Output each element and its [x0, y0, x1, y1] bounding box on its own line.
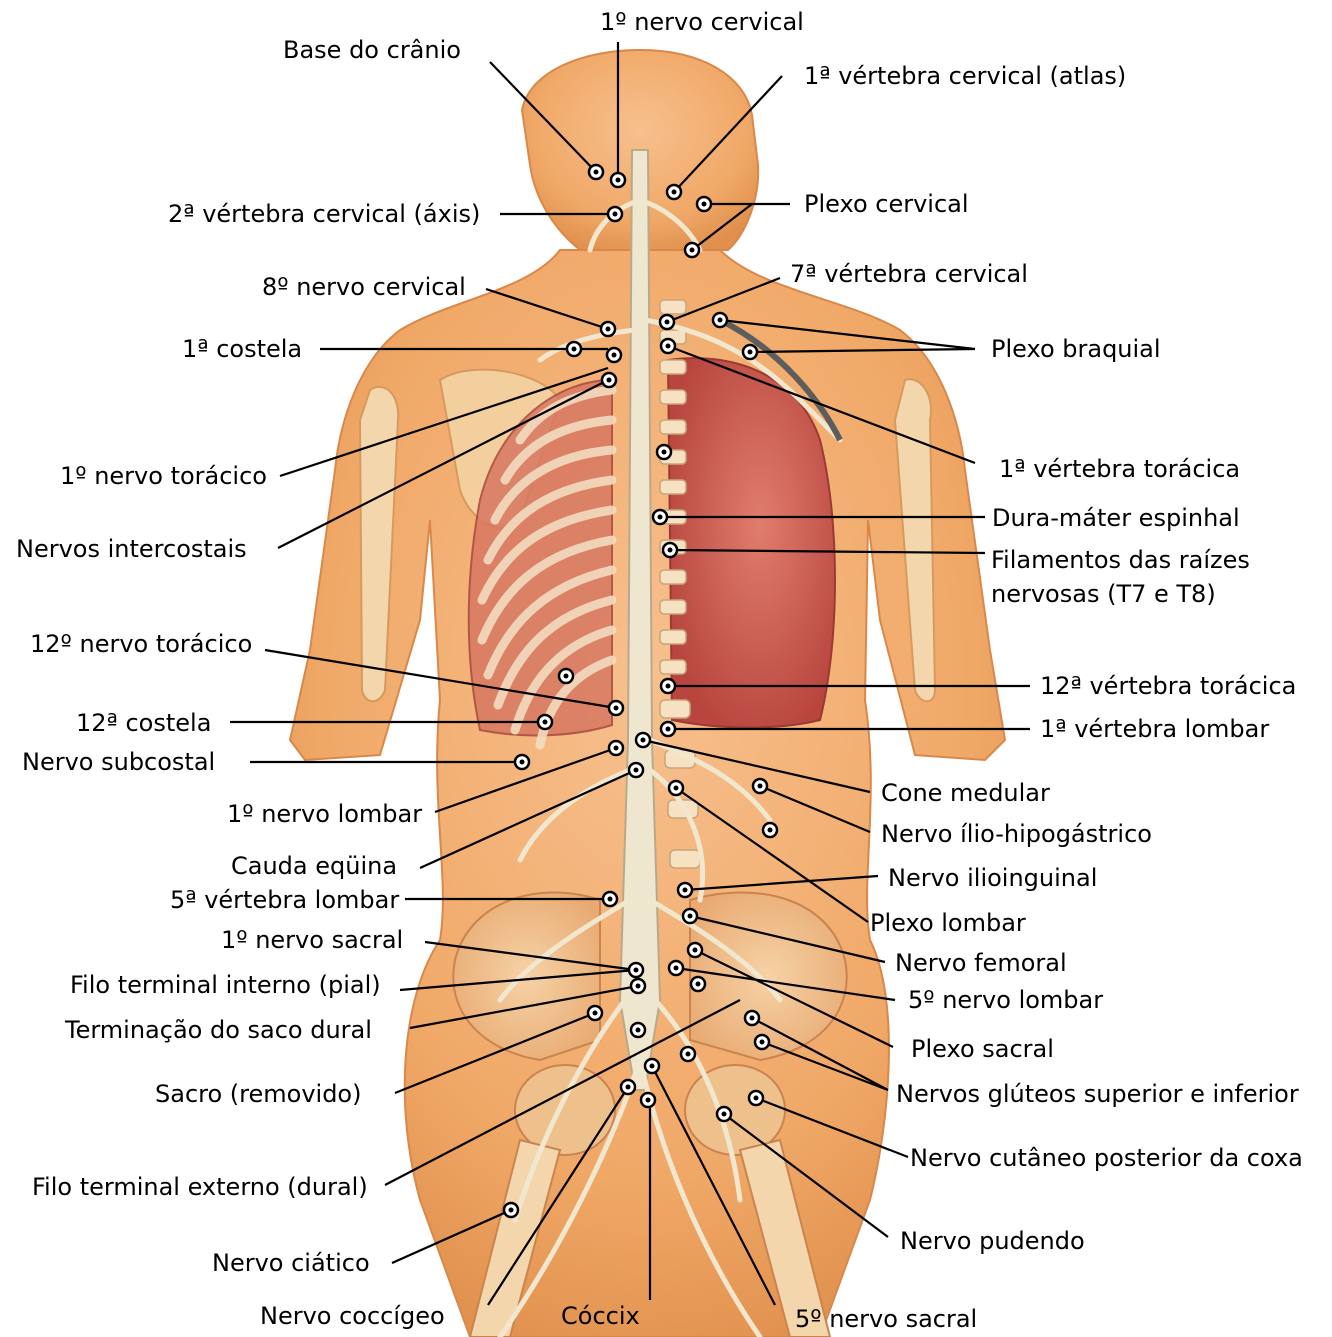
label-skull-base: Base do crânio: [283, 36, 461, 64]
label-5th-lumbar-vertebra: 5ª vértebra lombar: [170, 886, 399, 914]
label-1st-cervical-vertebra: 1ª vértebra cervical (atlas): [804, 62, 1126, 90]
label-iliohypogastric-nerve: Nervo ílio-hipogástrico: [881, 820, 1152, 848]
label-gluteal-nerves: Nervos glúteos superior e inferior: [896, 1080, 1299, 1108]
label-internal-filum-terminale: Filo terminal interno (pial): [70, 971, 381, 999]
label-1st-lumbar-nerve: 1º nervo lombar: [227, 800, 422, 828]
label-root-filaments-1: Filamentos das raízes: [991, 546, 1250, 574]
label-1st-thoracic-vertebra: 1ª vértebra torácica: [999, 455, 1240, 483]
label-1st-sacral-nerve: 1º nervo sacral: [221, 926, 403, 954]
label-5th-sacral-nerve: 5º nervo sacral: [795, 1305, 977, 1333]
label-root-filaments-2: nervosas (T7 e T8): [991, 580, 1216, 608]
label-12th-rib: 12ª costela: [76, 709, 211, 737]
label-cervical-plexus: Plexo cervical: [804, 190, 969, 218]
label-sacrum: Sacro (removido): [155, 1080, 361, 1108]
label-sciatic-nerve: Nervo ciático: [212, 1249, 370, 1277]
label-posterior-cutaneous-nerve: Nervo cutâneo posterior da coxa: [910, 1144, 1303, 1172]
label-pudendal-nerve: Nervo pudendo: [900, 1227, 1085, 1255]
label-femoral-nerve: Nervo femoral: [895, 949, 1067, 977]
label-5th-lumbar-nerve: 5º nervo lombar: [908, 986, 1103, 1014]
label-external-filum-terminale: Filo terminal externo (dural): [32, 1173, 368, 1201]
label-1st-cervical-nerve: 1º nervo cervical: [600, 8, 804, 36]
label-spinal-dura-mater: Dura-máter espinhal: [992, 504, 1240, 532]
label-coccyx: Cóccix: [561, 1302, 640, 1330]
label-coccygeal-nerve: Nervo coccígeo: [260, 1302, 445, 1330]
label-sacral-plexus: Plexo sacral: [911, 1035, 1054, 1063]
label-ilioinguinal-nerve: Nervo ilioinguinal: [888, 864, 1097, 892]
label-intercostal-nerves: Nervos intercostais: [16, 535, 247, 563]
label-8th-cervical-nerve: 8º nervo cervical: [262, 273, 466, 301]
label-cauda-equina: Cauda eqüina: [231, 852, 397, 880]
label-12th-thoracic-nerve: 12º nervo torácico: [30, 630, 252, 658]
label-7th-cervical-vertebra: 7ª vértebra cervical: [790, 260, 1028, 288]
label-brachial-plexus: Plexo braquial: [991, 335, 1161, 363]
label-2nd-cervical-vertebra: 2ª vértebra cervical (áxis): [168, 200, 480, 228]
label-1st-thoracic-nerve: 1º nervo torácico: [60, 462, 267, 490]
label-1st-rib: 1ª costela: [182, 335, 302, 363]
label-conus-medullaris: Cone medular: [881, 779, 1050, 807]
label-12th-thoracic-vertebra: 12ª vértebra torácica: [1040, 672, 1296, 700]
label-lumbar-plexus: Plexo lombar: [870, 909, 1026, 937]
label-dural-sac-end: Terminação do saco dural: [65, 1016, 372, 1044]
label-1st-lumbar-vertebra: 1ª vértebra lombar: [1040, 715, 1269, 743]
label-subcostal-nerve: Nervo subcostal: [22, 748, 215, 776]
